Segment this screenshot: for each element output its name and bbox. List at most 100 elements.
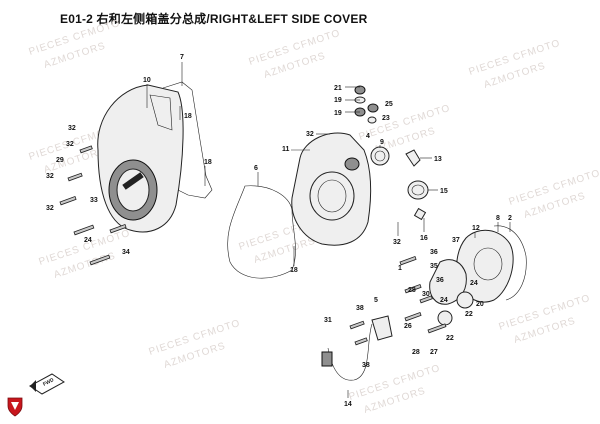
- bolt-28: [404, 284, 422, 294]
- callout-32: 32: [46, 205, 54, 212]
- callout-11: 11: [282, 146, 290, 153]
- right-cover-inner-ring: [317, 179, 347, 213]
- callout-38: 38: [362, 362, 370, 369]
- cap-13: [405, 149, 421, 167]
- callout-18: 18: [184, 113, 192, 120]
- bolt-26: [404, 312, 422, 322]
- shield-logo-icon: [7, 397, 23, 417]
- seal-ring-9-inner: [374, 150, 386, 162]
- callout-1: 1: [398, 265, 402, 272]
- callout-19: 19: [334, 110, 342, 117]
- bolt-34: [109, 224, 127, 234]
- callout-36: 36: [430, 249, 438, 256]
- bolt-1: [399, 256, 417, 266]
- callout-2: 2: [508, 215, 512, 222]
- callout-32: 32: [68, 125, 76, 132]
- bolt-30: [419, 295, 433, 304]
- dowel-16: [413, 207, 427, 221]
- callout-19: 19: [334, 97, 342, 104]
- right-side-cover: [291, 132, 372, 246]
- callout-32: 32: [66, 141, 74, 148]
- water-pump-housing: [456, 229, 514, 303]
- water-hose-14: [327, 323, 373, 381]
- impeller-22: [456, 291, 474, 309]
- callout-7: 7: [180, 54, 184, 61]
- callout-24: 24: [440, 297, 448, 304]
- left-cover-boss: [116, 168, 150, 212]
- callout-28: 28: [408, 287, 416, 294]
- right-cover-port: [344, 157, 360, 171]
- callout-33: 33: [90, 197, 98, 204]
- callout-4: 4: [366, 133, 370, 140]
- seal-22: [437, 310, 453, 326]
- callout-24: 24: [84, 237, 92, 244]
- left-bolts: [59, 145, 127, 266]
- callout-14: 14: [344, 401, 352, 408]
- bolt-38: [354, 337, 368, 346]
- fwd-arrow-icon: FWD: [29, 373, 65, 395]
- callout-26: 26: [404, 323, 412, 330]
- bolt-27: [427, 323, 447, 334]
- filler-cap-21: [354, 85, 366, 95]
- pump-gasket: [493, 225, 527, 301]
- fwd-label: FWD: [42, 377, 55, 388]
- bolt-32: [79, 145, 93, 154]
- callout-27: 27: [430, 349, 438, 356]
- callout-29: 29: [56, 157, 64, 164]
- callout-5: 5: [374, 297, 378, 304]
- callout-8: 8: [496, 215, 500, 222]
- bolt-24: [89, 254, 111, 266]
- callout-23: 23: [382, 115, 390, 122]
- left-cover-badge: [122, 172, 144, 190]
- bolt-32: [59, 196, 77, 206]
- callout-37: 37: [452, 237, 460, 244]
- water-pump-inner-ring: [473, 247, 503, 281]
- page-title: E01-2 右和左侧箱盖分总成/RIGHT&LEFT SIDE COVER: [60, 12, 368, 26]
- left-cover-gasket: [162, 81, 213, 199]
- callout-22: 22: [446, 335, 454, 342]
- washer-23: [367, 116, 377, 124]
- callout-18: 18: [290, 267, 298, 274]
- callout-25: 25: [385, 101, 393, 108]
- leader-lines: [146, 62, 511, 398]
- right-cover-clutch-housing: [309, 171, 355, 221]
- callout-22: 22: [465, 311, 473, 318]
- callout-labels: 10 7 18 18 6 18 32 32 29 32 32 33 24 34 …: [46, 54, 512, 408]
- callout-31: 31: [324, 317, 332, 324]
- callout-10: 10: [143, 77, 151, 84]
- callout-16: 16: [420, 235, 428, 242]
- callout-9: 9: [380, 139, 384, 146]
- callout-20: 20: [476, 301, 484, 308]
- plug-25: [367, 103, 379, 113]
- callout-12: 12: [472, 225, 480, 232]
- callout-34: 34: [122, 249, 130, 256]
- callout-24: 24: [470, 280, 478, 287]
- callout-32: 32: [393, 239, 401, 246]
- left-side-cover: [97, 84, 184, 233]
- hose-connector: [321, 351, 333, 367]
- callout-36: 36: [436, 277, 444, 284]
- bracket-5: [371, 315, 393, 341]
- callout-15: 15: [440, 188, 448, 195]
- callout-21: 21: [334, 85, 342, 92]
- callout-28: 28: [412, 349, 420, 356]
- oil-seal-15-inner: [411, 184, 425, 196]
- bolt-33: [73, 224, 95, 236]
- seal-ring-9: [370, 146, 390, 166]
- callout-6: 6: [254, 165, 258, 172]
- bolt-32: [67, 172, 83, 182]
- left-cover-detail: [149, 94, 173, 131]
- callout-18: 18: [204, 159, 212, 166]
- callout-32: 32: [46, 173, 54, 180]
- callout-38: 38: [356, 305, 364, 312]
- right-bolts: [349, 256, 447, 346]
- callout-35: 35: [430, 263, 438, 270]
- callout-13: 13: [434, 156, 442, 163]
- callout-32: 32: [306, 131, 314, 138]
- callout-30: 30: [422, 291, 430, 298]
- oil-seal-15: [407, 180, 429, 200]
- bolt-31: [349, 320, 365, 330]
- right-cover-gasket: [227, 185, 296, 279]
